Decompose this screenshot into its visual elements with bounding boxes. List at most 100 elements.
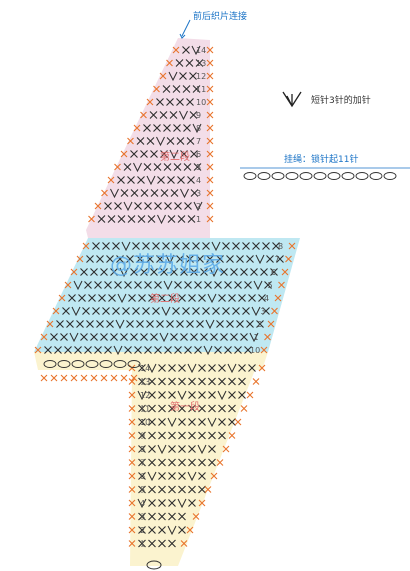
sc-stitch xyxy=(208,431,216,440)
sc-stitch xyxy=(98,294,106,302)
sc-stitch xyxy=(148,391,156,399)
edge-stitch xyxy=(40,374,48,382)
sc-stitch xyxy=(86,255,94,263)
sc-stitch xyxy=(106,320,114,328)
sc-stitch xyxy=(240,333,248,341)
sc-stitch xyxy=(137,215,146,223)
sc-stitch xyxy=(92,307,100,315)
sc-stitch xyxy=(200,333,208,341)
sc-stitch xyxy=(163,124,171,132)
edge-stitch xyxy=(159,72,167,80)
sc-stitch xyxy=(144,346,152,354)
edge-stitch xyxy=(128,432,136,439)
sc-stitch xyxy=(156,255,164,263)
sc-stitch xyxy=(198,294,206,302)
sc-stitch xyxy=(80,333,88,341)
sc-stitch xyxy=(136,320,144,328)
increase-symbol-icon xyxy=(282,91,302,108)
chain-stitch xyxy=(327,172,341,180)
sc-stitch xyxy=(198,418,206,426)
sc-stitch xyxy=(236,320,244,328)
sc-stitch xyxy=(216,255,224,263)
edge-stitch xyxy=(206,163,214,171)
chain-stitch-row xyxy=(243,172,397,180)
edge-stitch xyxy=(206,98,214,106)
edge-stitch xyxy=(70,268,78,276)
edge-stitch xyxy=(278,281,285,289)
sc-stitch xyxy=(162,85,171,93)
sc-stitch xyxy=(248,364,256,372)
sc-stitch xyxy=(168,485,176,494)
sc-stitch xyxy=(146,137,155,145)
chain-stitch xyxy=(341,172,355,180)
edge-stitch xyxy=(128,459,136,466)
connect-arrow-icon xyxy=(181,19,191,37)
sc-stitch xyxy=(150,189,159,197)
row-number: 6 xyxy=(271,268,276,277)
sc-stitch xyxy=(216,320,224,328)
edge-stitch xyxy=(128,540,136,547)
sc-stitch xyxy=(140,150,148,158)
sc-stitch xyxy=(178,458,186,467)
row-number: 7 xyxy=(140,459,145,468)
edge-stitch xyxy=(206,85,214,93)
edge-stitch xyxy=(128,499,136,507)
sc-stitch xyxy=(198,404,206,413)
sc-stitch xyxy=(170,333,178,341)
sc-stitch xyxy=(240,268,248,276)
sc-stitch xyxy=(230,333,238,341)
edge-stitch xyxy=(88,215,95,223)
edge-stitch xyxy=(101,189,108,197)
sc-stitch xyxy=(150,268,158,276)
sc-stitch xyxy=(218,364,226,372)
sc-stitch xyxy=(208,364,216,372)
sc-stitch xyxy=(84,346,92,354)
sc-stitch xyxy=(138,418,146,426)
sc-stitch xyxy=(160,150,168,158)
sc-stitch xyxy=(127,176,135,184)
edge-stitch xyxy=(204,486,212,493)
sc-stitch xyxy=(218,294,226,302)
sc-stitch xyxy=(154,281,162,289)
row-number: 3 xyxy=(261,307,266,316)
sc-stitch xyxy=(192,85,201,93)
increase-mark xyxy=(227,363,237,374)
sc-stitch xyxy=(198,458,206,467)
sc-stitch xyxy=(176,137,185,145)
increase-mark xyxy=(253,280,263,291)
sc-stitch xyxy=(147,215,156,223)
sc-stitch xyxy=(187,176,195,184)
sc-stitch xyxy=(178,431,186,440)
edge-marks xyxy=(34,46,296,547)
increase-mark xyxy=(69,332,79,343)
sc-stitch xyxy=(80,268,88,276)
edge-stitch xyxy=(206,72,214,80)
increase-mark xyxy=(165,254,175,265)
sc-stitch xyxy=(142,242,150,250)
sc-stitch xyxy=(143,124,151,132)
sc-stitch xyxy=(148,445,156,453)
chain-stitch xyxy=(257,172,271,180)
edge-stitch xyxy=(120,374,128,382)
sc-stitch xyxy=(244,281,252,289)
sc-stitch xyxy=(198,431,206,440)
watermark: @苏苏姐家 xyxy=(110,253,226,278)
edge-stitch xyxy=(153,85,160,93)
sc-stitch xyxy=(148,404,156,413)
sc-stitch xyxy=(138,445,146,453)
row-number: 5 xyxy=(140,486,145,495)
sc-stitch xyxy=(104,202,112,210)
sc-stitch xyxy=(179,72,187,80)
increase-mark xyxy=(117,293,127,304)
edge-stitch xyxy=(64,281,72,289)
increase-mark xyxy=(115,319,125,330)
sc-stitch xyxy=(140,333,148,341)
sc-stitch xyxy=(198,364,206,372)
sc-stitch xyxy=(144,281,152,289)
sc-stitch xyxy=(169,111,178,119)
sc-stitch xyxy=(100,333,108,341)
edge-stitch xyxy=(180,540,188,547)
increase-mark xyxy=(249,332,259,343)
sc-stitch xyxy=(97,215,106,223)
edge-stitch xyxy=(166,59,173,67)
